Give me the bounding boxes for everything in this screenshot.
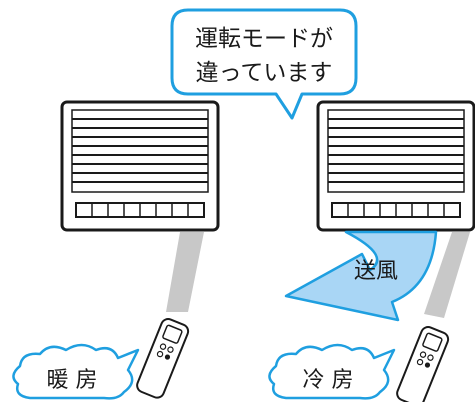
speech-line-1: 運転モードが: [195, 26, 333, 52]
left-mode-bubble: 暖 房: [12, 343, 140, 400]
right-ac-unit-icon: [316, 100, 475, 232]
right-remote-icon: [396, 326, 450, 402]
right-mode-label: 冷 房: [303, 368, 354, 393]
speech-line-2: 違っています: [196, 60, 333, 86]
right-remote-beam: [424, 232, 470, 318]
left-ac-unit-icon: [60, 100, 220, 232]
airflow-label: 送風: [354, 259, 398, 284]
right-mode-bubble: 冷 房: [268, 343, 396, 400]
airflow-arrow-body: 送風: [284, 230, 438, 322]
left-remote-icon: [136, 318, 190, 399]
left-mode-label: 暖 房: [47, 368, 98, 393]
left-remote-beam: [166, 232, 204, 312]
speech-bubble: 運転モードが 違っています: [170, 8, 358, 120]
